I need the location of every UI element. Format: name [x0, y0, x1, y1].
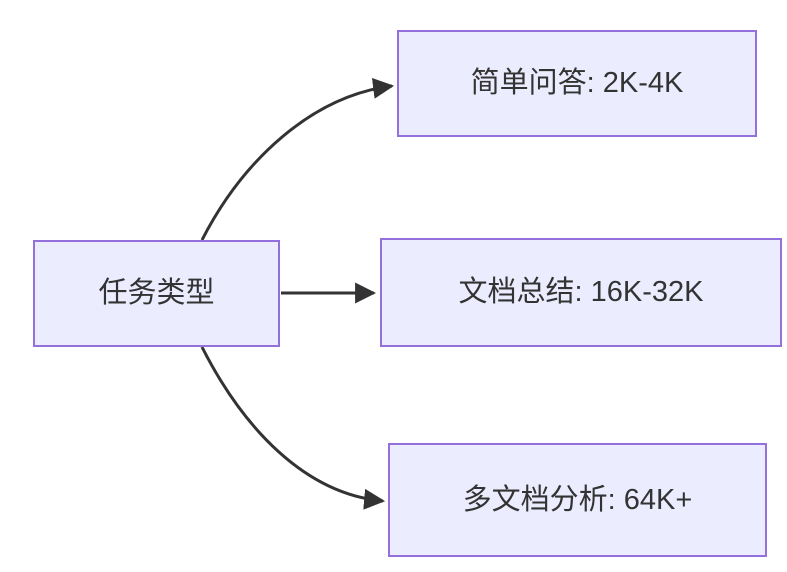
- node-task-type: 任务类型: [33, 240, 280, 347]
- node-multi-doc-label: 多文档分析: 64K+: [462, 483, 693, 516]
- node-task-type-label: 任务类型: [98, 277, 215, 310]
- node-simple-qa: 简单问答: 2K-4K: [397, 30, 757, 137]
- node-simple-qa-label: 简单问答: 2K-4K: [470, 67, 684, 100]
- node-multi-doc: 多文档分析: 64K+: [388, 443, 767, 557]
- edge-task-type-to-multi-doc: [200, 346, 386, 510]
- node-doc-summary-label: 文档总结: 16K-32K: [458, 276, 704, 309]
- node-doc-summary: 文档总结: 16K-32K: [380, 238, 782, 347]
- edge-task-type-to-simple-qa: [200, 77, 395, 241]
